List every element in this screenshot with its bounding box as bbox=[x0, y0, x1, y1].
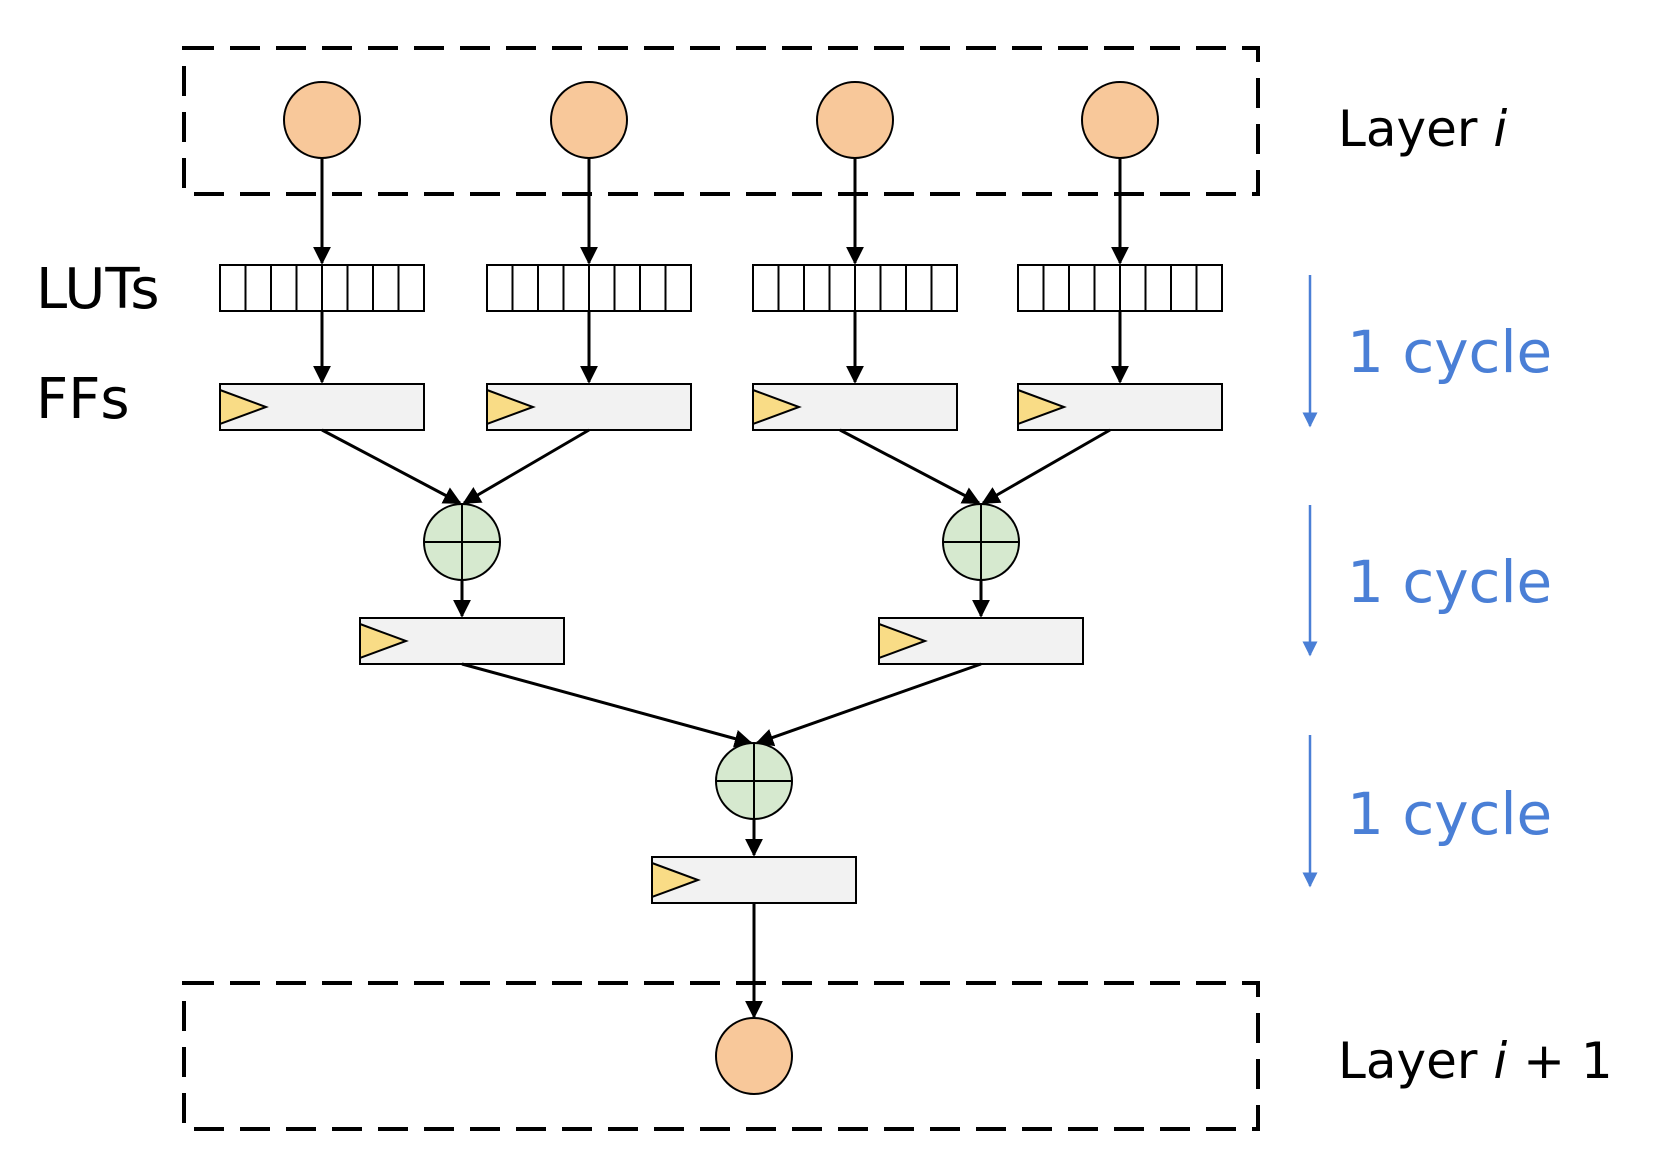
input-layer-prefix: Layer bbox=[1338, 100, 1493, 158]
clock-triangle-icon bbox=[651, 861, 701, 899]
cycle-label: 1 cycle bbox=[1347, 318, 1552, 386]
cycle-label: 1 cycle bbox=[1347, 548, 1552, 616]
input-neuron bbox=[550, 81, 628, 159]
clock-triangle-icon bbox=[752, 388, 802, 426]
cycle-stage-1: 1 cycle bbox=[1302, 275, 1552, 428]
luts-label: LUTs bbox=[36, 257, 160, 322]
clock-triangle-icon bbox=[359, 622, 409, 660]
connection-arrow bbox=[839, 428, 981, 505]
input-neuron bbox=[283, 81, 361, 159]
input-neuron bbox=[816, 81, 894, 159]
input-layer-var: i bbox=[1493, 100, 1507, 158]
clock-triangle-icon bbox=[219, 388, 269, 426]
input-layer-box bbox=[182, 46, 1260, 196]
cycle-stage-3: 1 cycle bbox=[1302, 735, 1552, 888]
input-neuron bbox=[1081, 81, 1159, 159]
adder-tree bbox=[219, 81, 1223, 1095]
output-layer-label: Layer i + 1 bbox=[1338, 1032, 1613, 1090]
connection-arrow bbox=[462, 428, 590, 505]
clock-triangle-icon bbox=[486, 388, 536, 426]
output-layer-prefix: Layer bbox=[1338, 1032, 1493, 1090]
connection-arrow bbox=[321, 428, 462, 505]
output-layer-suffix: + 1 bbox=[1507, 1032, 1613, 1090]
clock-triangle-icon bbox=[1017, 388, 1067, 426]
output-layer-var: i bbox=[1493, 1032, 1507, 1090]
connection-arrow bbox=[755, 662, 982, 747]
ffs-label: FFs bbox=[36, 367, 130, 432]
cycle-label: 1 cycle bbox=[1347, 780, 1552, 848]
output-neuron bbox=[715, 1017, 793, 1095]
output-layer-box bbox=[182, 981, 1260, 1131]
cycle-stage-2: 1 cycle bbox=[1302, 505, 1552, 657]
clock-triangle-icon bbox=[878, 622, 928, 660]
connection-arrow bbox=[461, 662, 753, 748]
input-layer-label: Layer i bbox=[1338, 100, 1507, 158]
connection-arrow bbox=[981, 428, 1111, 505]
